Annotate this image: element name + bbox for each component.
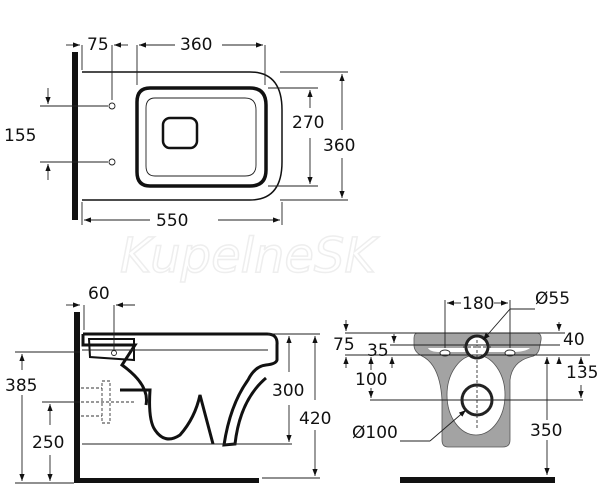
top-view: 75 360 270 360 155 550	[4, 35, 355, 231]
dim-hole-height: 385	[5, 376, 37, 396]
lid-hinge	[161, 116, 199, 150]
dim-top-to-inlet: 35	[367, 341, 389, 361]
dim-bolt-to-floor: 350	[530, 421, 562, 441]
inlet-hole	[111, 350, 117, 356]
dim-inlet-offset: 40	[563, 330, 585, 350]
inlet-channel	[87, 338, 135, 362]
bolt-hole	[504, 349, 516, 357]
dim-inlet-diameter: Ø55	[535, 289, 570, 309]
dim-outlet-diameter: Ø100	[352, 423, 398, 443]
bolt-hole	[108, 102, 116, 110]
dim-hole-spacing: 155	[4, 126, 36, 146]
dim-outlet-height: 250	[32, 433, 64, 453]
bolt-hole	[439, 349, 451, 357]
dim-bowl-height: 300	[272, 381, 304, 401]
dim-rim-height: 420	[299, 409, 331, 429]
side-view: 60 385 250 300 420	[5, 284, 331, 484]
bowl-outline	[82, 71, 283, 201]
seat-inner	[145, 97, 257, 177]
rim-outline	[83, 332, 279, 447]
dim-total-length: 550	[156, 211, 188, 231]
dim-total-width: 360	[323, 136, 355, 156]
dim-hole-offset: 60	[88, 284, 110, 304]
seat-outline	[135, 86, 268, 188]
bolt-hole	[108, 158, 116, 166]
dim-seat-length: 360	[180, 35, 212, 55]
watermark: KupelneSK	[120, 228, 379, 284]
dim-bolt-to-outlet: 135	[566, 363, 598, 383]
floor	[80, 478, 259, 483]
dim-wall-to-hole: 75	[87, 35, 109, 55]
dim-inlet-to-outlet: 100	[355, 370, 387, 390]
dim-bolt-spacing: 180	[462, 294, 494, 314]
wall	[72, 52, 78, 220]
wall	[74, 312, 80, 483]
trap-outline	[81, 334, 215, 445]
floor	[400, 477, 555, 483]
dim-seat-width: 270	[292, 113, 324, 133]
front-view: 180 Ø55 75 35 40 100 135 350 Ø100	[333, 289, 598, 483]
dim-top-to-bolts: 75	[333, 335, 355, 355]
